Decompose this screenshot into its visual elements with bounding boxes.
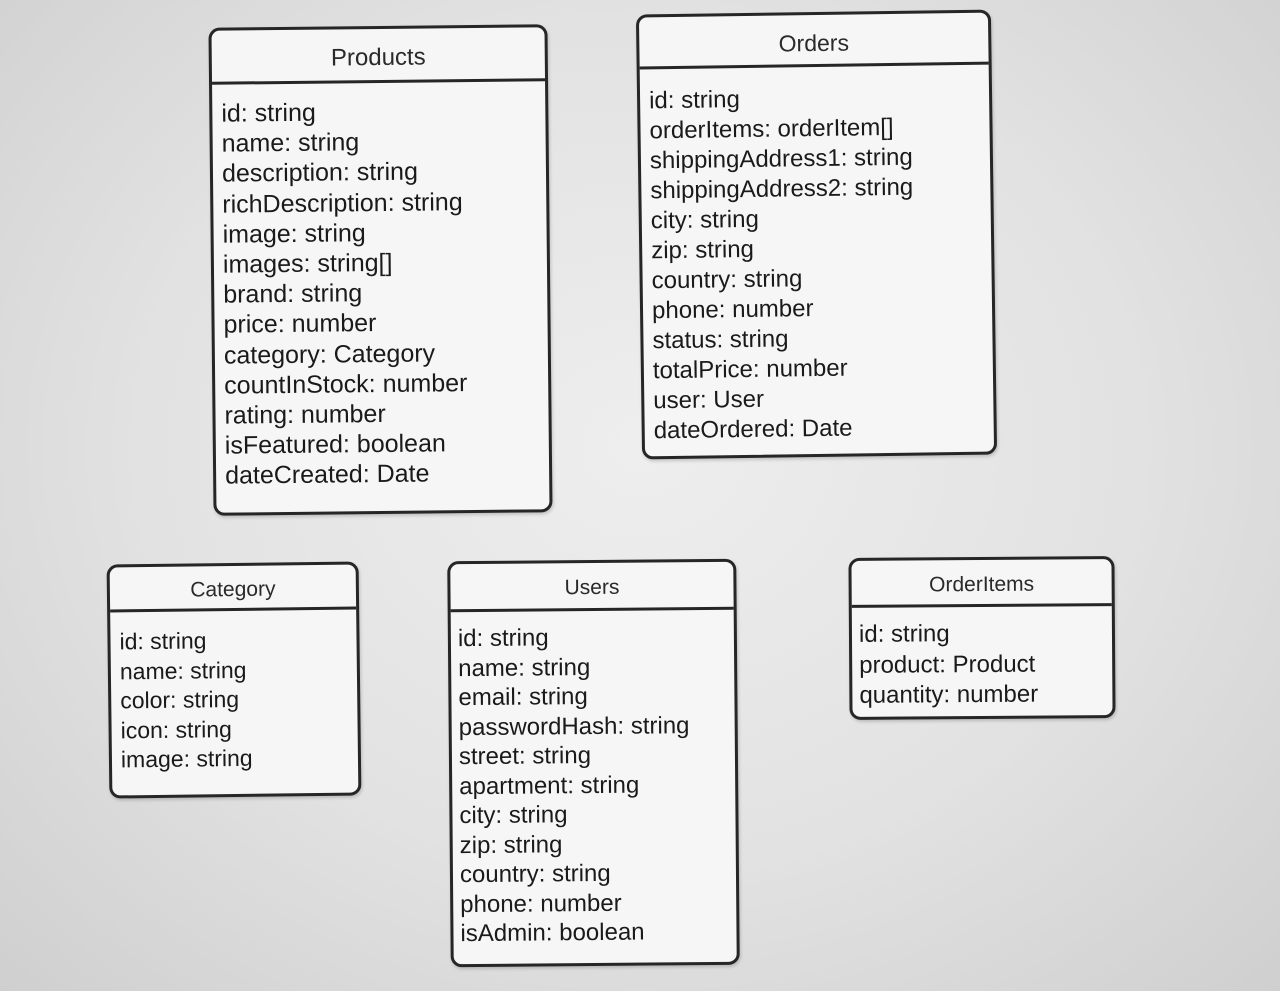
entity-field: name: string [119,656,247,684]
entity-fields: id: string product: Product quantity: nu… [852,606,1113,711]
entity-field: user: User [653,385,765,415]
entity-field: shippingAddress2: string [650,173,914,205]
entity-field: phone: number [651,295,814,325]
entity-field: icon: string [120,715,232,743]
entity-field: city: string [650,205,760,235]
entity-title: Users [450,561,734,613]
entity-field: zip: string [651,235,755,265]
entity-fields: id: string name: string color: string ic… [110,610,358,775]
entity-fields: id: string name: string email: string pa… [451,610,737,949]
entity-field: id: string [119,627,207,655]
entity-field: description: string [221,158,419,189]
entity-field: country: string [459,859,611,889]
entity-field: price: number [223,309,377,340]
entity-field: country: string [651,265,803,295]
entity-field: image: string [222,218,366,249]
entity-category: Category id: string name: string color: … [106,561,362,799]
entity-field: status: string [652,325,789,355]
entity-field: image: string [120,744,253,773]
entity-field: dateOrdered: Date [653,414,853,445]
entity-title: Category [109,564,357,613]
entity-fields: id: string name: string description: str… [212,81,549,491]
entity-orderitems: OrderItems id: string product: Product q… [848,556,1116,720]
entity-field: shippingAddress1: string [649,143,913,175]
entity-field: color: string [120,685,240,714]
entity-field: countInStock: number [224,368,468,400]
entity-fields: id: string orderItems: orderItem[] shipp… [640,65,994,447]
entity-field: richDescription: string [222,187,463,219]
entity-field: email: string [458,683,588,712]
entity-field: totalPrice: number [652,354,848,385]
entity-products: Products id: string name: string descrip… [208,24,553,516]
entity-field: brand: string [223,279,363,309]
entity-orders: Orders id: string orderItems: orderItem[… [635,9,998,460]
entity-field: rating: number [224,399,386,430]
entity-field: street: string [458,742,592,771]
entity-field: apartment: string [459,771,640,800]
entity-field: quantity: number [859,680,1039,709]
entity-field: passwordHash: string [458,711,690,741]
entity-field: orderItems: orderItem[] [649,113,894,145]
entity-field: zip: string [459,830,563,859]
entity-field: isFeatured: boolean [224,429,446,460]
entity-field: name: string [221,128,360,158]
entity-field: phone: number [460,889,622,918]
entity-title: OrderItems [851,559,1112,608]
entity-field: dateCreated: Date [225,459,430,491]
entity-field: product: Product [859,650,1036,679]
entity-field: id: string [858,620,950,648]
entity-title: Orders [638,12,989,70]
entity-field: city: string [459,801,568,830]
entity-title: Products [211,27,546,85]
entity-field: category: Category [223,339,436,370]
entity-field: id: string [648,86,741,115]
entity-field: images: string[] [222,248,393,279]
entity-field: id: string [457,624,549,653]
entity-field: name: string [458,653,591,682]
entity-field: id: string [221,98,316,128]
entity-field: isAdmin: boolean [460,918,645,948]
entity-users: Users id: string name: string email: str… [447,558,740,968]
